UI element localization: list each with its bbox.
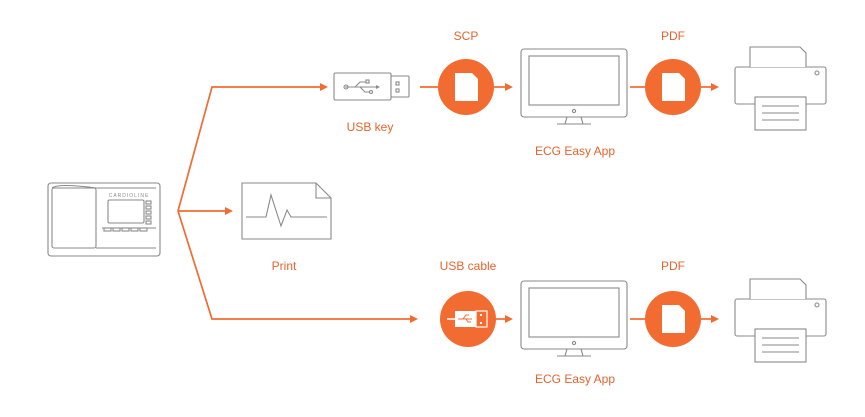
label-ecg-app-top: ECG Easy App [534, 144, 616, 158]
branch-line-bottom [177, 210, 410, 320]
arrow-to-app-top [505, 83, 513, 91]
device-brand-text: CARDIOLINE [109, 193, 150, 199]
ecg-device-icon: CARDIOLINE [47, 182, 161, 257]
connectors [177, 83, 719, 323]
label-scp: SCP [453, 29, 479, 43]
pdf-document-icon-top [645, 59, 701, 115]
arrow-to-printer-bottom [711, 315, 719, 323]
scp-document-icon [438, 59, 494, 115]
label-ecg-app-bottom: ECG Easy App [534, 372, 616, 386]
label-usb-cable: USB cable [439, 259, 497, 273]
label-print: Print [271, 259, 297, 273]
arrow-to-print [225, 207, 233, 215]
arrow-to-usb-cable [410, 315, 418, 323]
label-pdf-top: PDF [661, 29, 685, 43]
monitor-icon-bottom [520, 280, 628, 357]
usb-key-icon [333, 72, 410, 101]
arrow-to-printer-top [711, 83, 719, 91]
usb-cable-icon [440, 291, 496, 347]
pdf-document-icon-bottom [645, 291, 701, 347]
label-usb-key: USB key [346, 120, 394, 134]
printer-icon-bottom [734, 278, 827, 363]
arrow-to-app-bottom [505, 315, 513, 323]
ecg-printout-icon [241, 182, 332, 240]
branch-line-top [177, 86, 320, 212]
arrow-to-usb-key [320, 83, 328, 91]
printer-icon-top [734, 46, 827, 131]
label-pdf-bottom: PDF [661, 259, 685, 273]
monitor-icon-top [520, 48, 628, 125]
